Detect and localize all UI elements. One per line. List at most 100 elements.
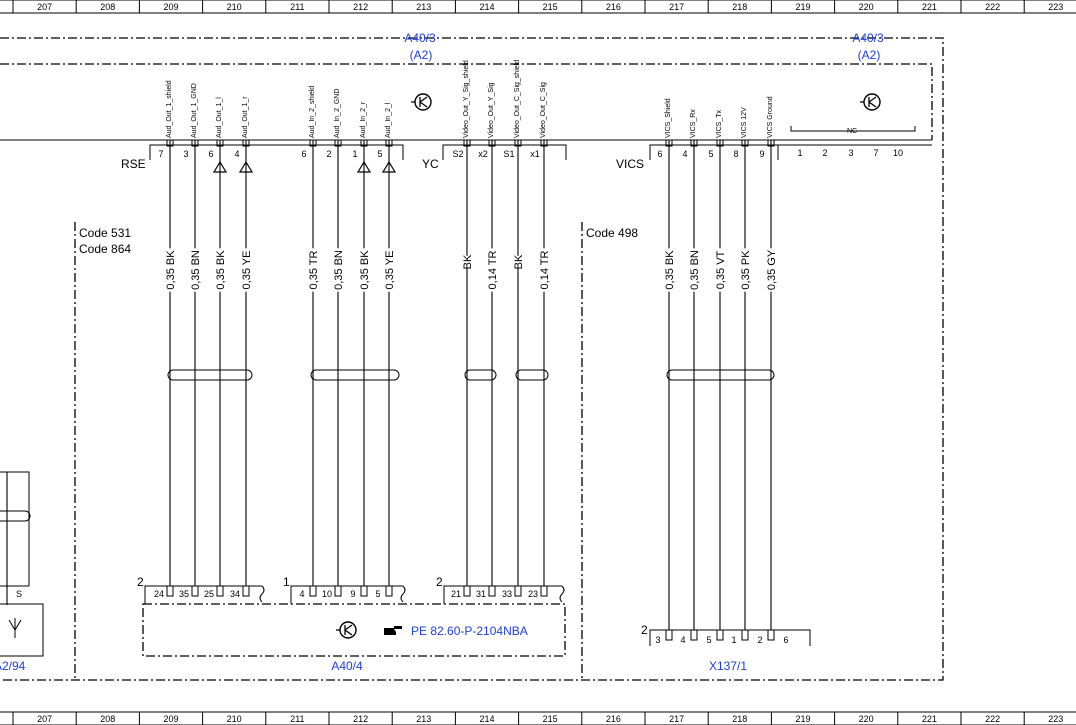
pin-terminal: [242, 140, 250, 147]
ruler-frame: [0, 0, 1076, 14]
wire-label: 0,35 PK: [740, 250, 752, 290]
code-531-label: Code 531: [79, 226, 131, 240]
arrow-icon: [212, 160, 228, 173]
ruler-number: 221: [922, 2, 937, 12]
ruler-number: 221: [922, 714, 937, 724]
wire-label: 0,14 TR: [487, 250, 499, 289]
pin-terminal: [665, 630, 673, 641]
ruler-number: 209: [163, 714, 178, 724]
bottom-pin-number: 5: [706, 635, 711, 645]
a2-94-housing: [0, 471, 30, 586]
bottom-pin-number: 2: [757, 635, 762, 645]
nc-pin-number: 10: [893, 148, 903, 158]
nc-pin-number: 3: [848, 148, 853, 158]
pin-terminal: [488, 140, 496, 147]
pin-terminal: [741, 140, 749, 147]
ruler-number: 214: [479, 2, 494, 12]
wire-label-bg: [764, 248, 777, 292]
wire-label-bg: [662, 248, 675, 292]
ruler-number: 213: [416, 714, 431, 724]
a40-4-boundary: [142, 603, 566, 657]
a2-94-label: A2/94: [0, 659, 26, 673]
module-symbol-icon: [411, 93, 432, 111]
ruler-number: 219: [795, 2, 810, 12]
top-pin-number: 5: [377, 149, 382, 159]
pin-terminal: [716, 140, 724, 147]
signal-name: Aud_Out_1_l: [216, 97, 223, 138]
top-pin-number: 6: [657, 149, 662, 159]
reference-hand-icon: [384, 626, 402, 635]
top-pin-number: 5: [708, 149, 713, 159]
top-pin-number: 8: [733, 149, 738, 159]
connector-wave-icon: [259, 585, 565, 603]
antenna-icon: [8, 618, 22, 638]
wire-label-bg: [511, 255, 524, 269]
wire-label: 0,35 BN: [689, 250, 701, 290]
signal-name: VICS 12V: [741, 107, 748, 138]
code-864-label: Code 864: [79, 242, 131, 256]
pin-terminal: [360, 140, 368, 147]
yc-connector-box: [442, 144, 567, 160]
wire-label: 0,14 TR: [539, 250, 551, 289]
wire-label: BK: [462, 254, 474, 269]
signal-name: VICS Ground: [767, 96, 774, 138]
arrow-icon: [238, 160, 254, 173]
pin-terminal: [166, 586, 174, 597]
top-pin-number: x2: [478, 149, 488, 159]
wire-label: 0,35 VT: [715, 250, 727, 289]
signal-name: VICS_Shield: [665, 98, 672, 138]
nc-bracket: [790, 126, 916, 132]
signal-name: VICS_Tx: [716, 109, 723, 138]
top-pin-number: 7: [158, 149, 163, 159]
wire-label: 0,35 BN: [333, 250, 345, 290]
vics-connector-label: VICS: [616, 157, 644, 171]
ruler-number: 220: [859, 2, 874, 12]
wire-label-bg: [713, 248, 726, 292]
group-number: 2: [137, 575, 144, 589]
top-pin-number: S1: [503, 149, 514, 159]
a40-3-module-frame: [0, 63, 933, 140]
arrow-icon: [381, 160, 397, 173]
ruler-number: 223: [1048, 714, 1063, 724]
wire-label-bg: [188, 248, 201, 292]
signal-name: Aud_Out_1_GND: [191, 83, 198, 138]
a40-4-reference-link[interactable]: PE 82.60-P-2104NBA: [411, 624, 528, 638]
pin-terminal: [665, 140, 673, 147]
pin-terminal: [360, 586, 368, 597]
bottom-pin-number: 5: [375, 589, 380, 599]
pin-terminal: [514, 586, 522, 597]
pin-terminal: [463, 140, 471, 147]
wire-label: 0,35 YE: [241, 251, 253, 290]
nc-pin-number: 7: [873, 148, 878, 158]
ruler-number: 213: [416, 2, 431, 12]
pin-terminal: [191, 140, 199, 147]
pin-terminal: [385, 586, 393, 597]
wire-label-bg: [738, 248, 751, 292]
ruler-number: 217: [669, 714, 684, 724]
pin-terminal: [191, 586, 199, 597]
wire-label-bg: [485, 248, 498, 292]
bottom-connector-2: [290, 585, 403, 604]
signal-name: Video_Out_Y_Sig: [488, 82, 495, 138]
pin-terminal: [540, 586, 548, 597]
bottom-connector-1: [144, 585, 262, 604]
ruler-number: 210: [227, 2, 242, 12]
wire-label: BK: [513, 254, 525, 269]
pin-terminal: [309, 586, 317, 597]
nc-pin-number: 2: [822, 148, 827, 158]
ruler-number: 220: [859, 714, 874, 724]
pin-terminal: [242, 586, 250, 597]
arrow-icon: [356, 160, 372, 173]
top-pin-number: 2: [326, 149, 331, 159]
bottom-pin-number: 31: [476, 589, 486, 599]
top-pin-number: 6: [301, 149, 306, 159]
bottom-pin-number: 1: [731, 635, 736, 645]
wire-label: 0,35 BK: [664, 250, 676, 290]
top-pin-number: 4: [234, 149, 239, 159]
ruler-number: 210: [227, 714, 242, 724]
bottom-pin-number: 21: [451, 589, 461, 599]
group-number: 2: [436, 575, 443, 589]
signal-name: Aud_In_2_GND: [334, 89, 341, 138]
signal-name: Aud_Out_1_shield: [166, 80, 173, 138]
